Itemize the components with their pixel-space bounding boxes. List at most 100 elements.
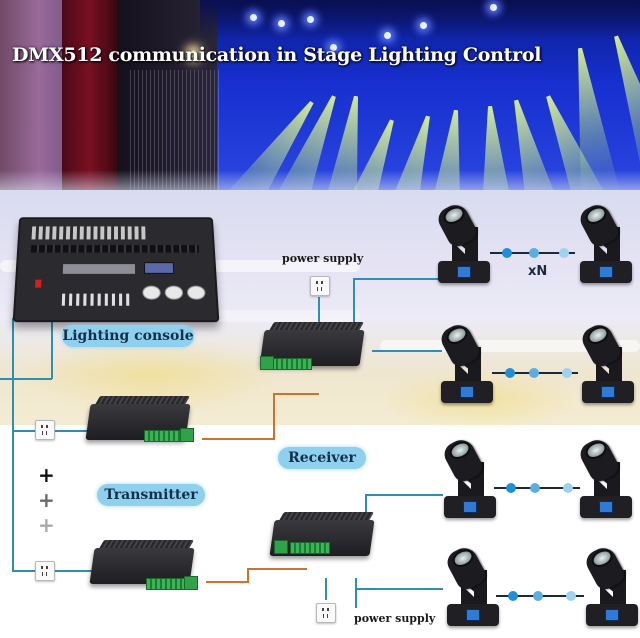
fixture-lens <box>440 203 468 228</box>
moving-head-fixture-icon <box>576 200 634 285</box>
moving-head-fixture-icon <box>440 435 498 520</box>
terminal-connector <box>260 356 274 370</box>
power-socket-icon <box>35 420 55 440</box>
fixture-base <box>582 381 634 403</box>
terminal-connector <box>274 540 288 554</box>
chain-dot <box>506 483 516 493</box>
fixture-display <box>463 501 477 513</box>
chain-dot <box>529 368 539 378</box>
wire-socket-to-tx-top <box>54 430 90 432</box>
fixture-base <box>580 496 632 518</box>
wire-rx-bottom-to-chain-4 <box>355 588 443 590</box>
fixture-lens <box>584 323 612 348</box>
lighting-console-device <box>12 217 220 323</box>
wire-rx-top-up <box>353 278 355 338</box>
console-wheel <box>164 285 184 300</box>
fixture-lens <box>449 546 477 571</box>
moving-head-fixture-icon <box>576 435 634 520</box>
moving-head-fixture-icon <box>437 320 495 405</box>
spotlight-icon <box>278 20 285 27</box>
chain-dot <box>562 368 572 378</box>
chain-dot <box>508 591 518 601</box>
plus-icon: + <box>38 488 55 512</box>
fixture-base <box>441 381 493 403</box>
transmitter-device-top <box>85 396 194 446</box>
stage-wall <box>0 0 65 190</box>
chain-dot <box>502 248 512 258</box>
fixture-base <box>444 496 496 518</box>
label-power-supply-top: power supply <box>282 252 364 265</box>
stage-truss <box>200 0 640 40</box>
chain-dot <box>559 248 569 258</box>
fixture-display <box>460 386 474 398</box>
link-tx-bottom-horizontal <box>206 581 248 583</box>
chain-dot <box>530 483 540 493</box>
wire-to-socket-bottom <box>12 570 36 572</box>
spotlight-icon <box>490 4 497 11</box>
power-socket-icon <box>35 561 55 581</box>
terminal-block <box>272 358 312 370</box>
wire-rx-bottom-down <box>355 578 357 608</box>
multiplier-label: xN <box>528 264 548 279</box>
fixture-display <box>466 609 480 621</box>
terminal-block <box>290 542 330 554</box>
link-tx-bottom-to-rx <box>247 568 307 570</box>
link-tx-top-to-rx <box>273 393 319 395</box>
chain-dot <box>566 591 576 601</box>
fixture-lens <box>582 203 610 228</box>
console-faders <box>31 226 148 240</box>
chain-dot <box>563 483 573 493</box>
fixture-base <box>447 604 499 626</box>
console-master-fader <box>35 279 42 288</box>
fixture-display <box>601 386 615 398</box>
label-transmitter: Transmitter <box>97 484 205 506</box>
spotlight-icon <box>307 16 314 23</box>
link-tx-bottom-vertical <box>247 568 249 583</box>
moving-head-fixture-icon <box>443 543 501 628</box>
chain-dot <box>533 591 543 601</box>
fixture-display <box>605 609 619 621</box>
fixture-base <box>580 261 632 283</box>
stage-fade <box>0 170 640 190</box>
moving-head-fixture-icon <box>582 543 640 628</box>
receiver-device-top <box>259 322 365 372</box>
wire-rx-top-to-chain-1 <box>353 278 441 280</box>
wire-rx-bottom-up <box>365 494 367 522</box>
transmitter-device-bottom <box>89 540 198 590</box>
console-buttons <box>30 245 200 253</box>
spotlight-icon <box>384 32 391 39</box>
stage-curtain <box>62 0 117 190</box>
spotlight-icon <box>330 44 337 51</box>
chain-dot <box>529 248 539 258</box>
wire-rx-bottom-to-chain-3 <box>365 494 443 496</box>
terminal-connector <box>180 428 194 442</box>
wire-console-trunk <box>12 318 14 570</box>
label-receiver: Receiver <box>278 447 366 469</box>
wire-power-rx-top <box>318 297 320 337</box>
console-lcd <box>143 262 175 274</box>
wire-to-socket-top <box>12 430 36 432</box>
page-title: DMX512 communication in Stage Lighting C… <box>12 44 542 66</box>
terminal-block <box>144 430 184 442</box>
chain-dot <box>505 368 515 378</box>
fixture-base <box>438 261 490 283</box>
fixture-lens <box>582 438 610 463</box>
power-socket-icon <box>310 276 330 296</box>
link-tx-top-horizontal <box>202 438 274 440</box>
wire-console-drop <box>51 318 53 379</box>
fixture-display <box>599 501 613 513</box>
fixture-base <box>586 604 638 626</box>
console-channel-faders <box>61 293 132 306</box>
fixture-display <box>457 266 471 278</box>
spotlight-icon <box>250 14 257 21</box>
power-socket-icon <box>316 603 336 623</box>
moving-head-fixture-icon <box>434 200 492 285</box>
link-tx-top-vertical <box>273 393 275 440</box>
console-wheel <box>186 285 206 300</box>
wire-power-rx-bottom <box>325 578 327 600</box>
label-lighting-console: Lighting console <box>62 325 194 347</box>
stage-background <box>0 0 640 190</box>
plus-icon: + <box>38 513 55 537</box>
label-power-supply-bottom: power supply <box>354 612 436 625</box>
